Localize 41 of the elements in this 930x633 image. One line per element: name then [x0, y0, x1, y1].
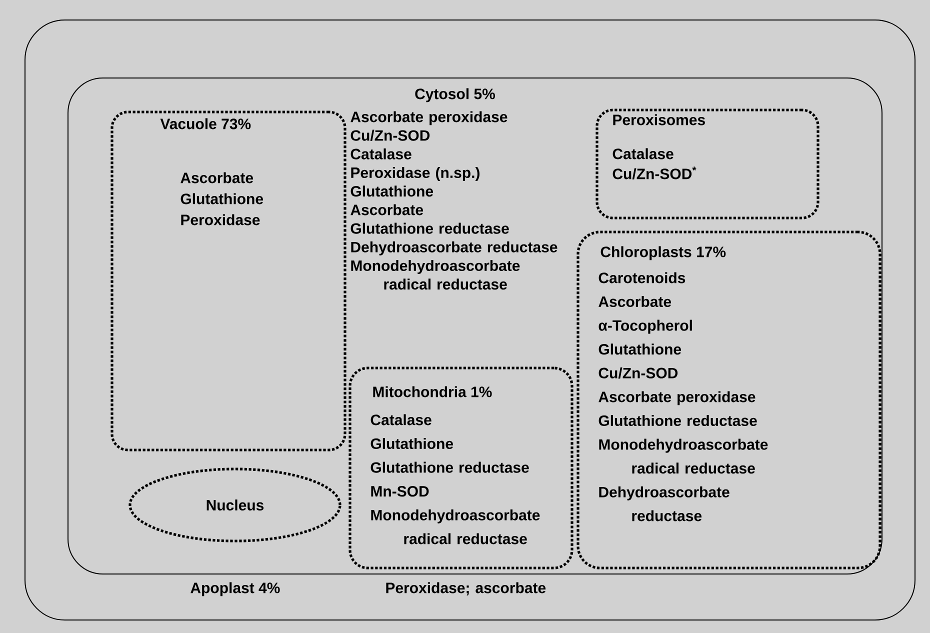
compartment-heading: Vacuole 73%: [160, 118, 251, 130]
compound-name: Dehydroascorbate reductase: [351, 241, 558, 256]
compound-name: Ascorbate: [350, 204, 424, 216]
compound-name: Peroxidase: [181, 214, 260, 226]
compartment-box: [128, 468, 342, 542]
compartment-heading: Chloroplasts 17%: [600, 246, 726, 260]
compound-name: α-Tocopherol: [598, 320, 692, 334]
compound-name: Carotenoids: [598, 272, 686, 284]
compartment-heading: Cytosol 5%: [415, 88, 496, 102]
compartment-box: [348, 366, 574, 570]
compartment-box: [596, 108, 820, 220]
compound-name: Glutathione: [180, 193, 264, 204]
compound-name: Cu/Zn-SOD$^{*}$: [612, 166, 696, 180]
compound-name: Glutathione: [598, 344, 682, 355]
compound-name: Glutathione reductase: [598, 415, 757, 426]
compound-name: Mn-SOD: [371, 486, 429, 497]
compartment-heading: Mitochondria 1%: [373, 386, 492, 398]
compound-name: Ascorbate: [180, 172, 254, 184]
compartment-heading: Apoplast 4%: [190, 582, 280, 596]
compartment-box: [110, 110, 346, 452]
compound-name: Catalase: [612, 148, 674, 160]
compound-name: Cu/Zn-SOD: [598, 367, 678, 379]
compound-name: Dehydroascorbate reductase: [599, 486, 730, 522]
compound-name: Ascorbate: [598, 296, 672, 308]
compound-name: Monodehydroascorbate radical reductase: [599, 438, 768, 474]
compound-name: Catalase: [350, 148, 412, 160]
compound-name: Glutathione reductase: [350, 222, 509, 234]
compound-name: Monodehydroascorbate radical reductase: [371, 509, 540, 544]
compartment-heading: Nucleus: [206, 500, 264, 510]
compound-name: Peroxidase (n.sp.): [351, 167, 480, 181]
compound-name: Monodehydroascorbate radical reductase: [351, 260, 520, 290]
compound-name: Glutathione reductase: [370, 462, 529, 473]
compartment-heading: Peroxisomes: [613, 114, 705, 126]
compound-name: Ascorbate peroxidase: [598, 391, 756, 406]
compound-name: Ascorbate peroxidase: [350, 111, 508, 126]
compound-name: Peroxidase; ascorbate: [386, 582, 546, 596]
compound-name: Cu/Zn-SOD: [350, 130, 430, 141]
compound-name: Catalase: [370, 414, 432, 426]
compound-name: Glutathione: [350, 186, 434, 197]
compound-name: Glutathione: [370, 438, 454, 450]
compartment-box: [576, 230, 882, 570]
